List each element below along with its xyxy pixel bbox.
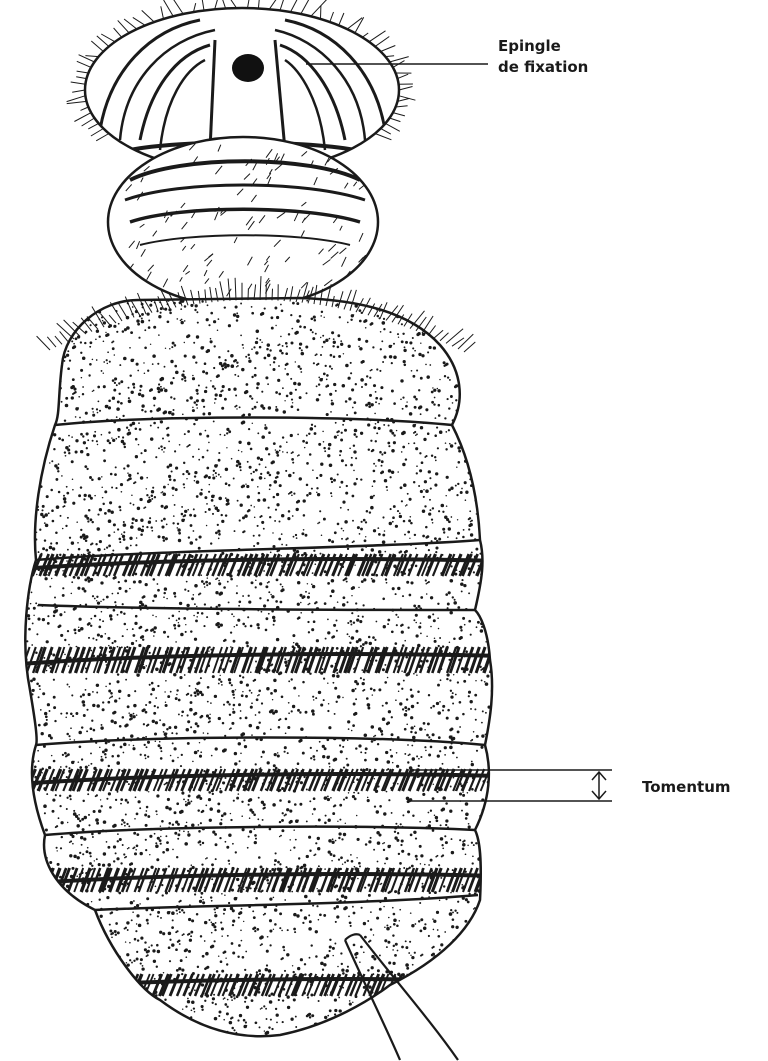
- tomentum-label: Tomentum: [642, 778, 731, 796]
- pin-label-line1: Epingle: [498, 37, 561, 55]
- pin-head: [232, 54, 264, 82]
- abdomen: [18, 276, 503, 1041]
- pin-label-line2: de fixation: [498, 58, 588, 76]
- prothorax: [108, 137, 378, 307]
